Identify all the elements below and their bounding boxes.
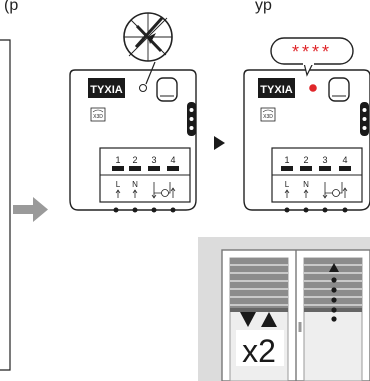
terminal-number-3: 3 [322,155,327,165]
x3d-label: X3D [263,114,273,120]
x3d-label: X3D [93,114,103,120]
terminal-number-4: 4 [170,155,175,165]
terminal-number-2: 2 [303,155,308,165]
led-indicator [139,84,147,92]
motor-icon [161,189,169,197]
terminal-number-4: 4 [342,155,347,165]
motor-icon [332,189,340,197]
terminal-number-3: 3 [151,155,156,165]
brand-label: TYXIA [90,84,122,96]
step-bracket [0,39,11,371]
terminal-letter-n: N [132,180,138,189]
shutter-up-arrow-icon [261,312,277,327]
shutter-up-dots-icon [329,263,339,322]
brand-logo-box [258,78,295,98]
terminal-number-2: 2 [132,155,137,165]
led-indicator-red [309,84,317,92]
header-fragment: (p [4,0,18,14]
callout-line [145,61,156,85]
push-button [156,77,178,102]
window-panel: x2 [198,237,370,381]
header-trailing-text: yp [255,0,272,14]
terminal-letter-l: L [116,180,121,189]
sequence-arrow-icon [214,136,225,150]
terminal-number-1: 1 [284,155,289,165]
terminal-letter-n: N [303,180,309,189]
wifi-arc-icon [92,109,104,113]
next-step-arrow [13,197,48,222]
device-left: TYXIA X3D 1 2 3 4 L N [69,12,197,213]
push-button [328,77,350,102]
shutter-down-arrow-icon [240,312,256,327]
wifi-arc-icon [262,109,274,113]
blink-stars: **** [292,42,332,62]
terminal-letter-l: L [285,180,290,189]
light-off-icon [123,12,173,62]
press-count-label: x2 [242,333,276,369]
left-shutter-slats [230,258,288,308]
brand-label: TYXIA [260,84,292,96]
brand-logo-box [88,78,125,98]
device-right: TYXIA X3D 1 2 3 4 L N **** [243,37,370,213]
blink-callout: **** [270,37,354,77]
window-handle [298,322,302,332]
terminal-number-1: 1 [115,155,120,165]
